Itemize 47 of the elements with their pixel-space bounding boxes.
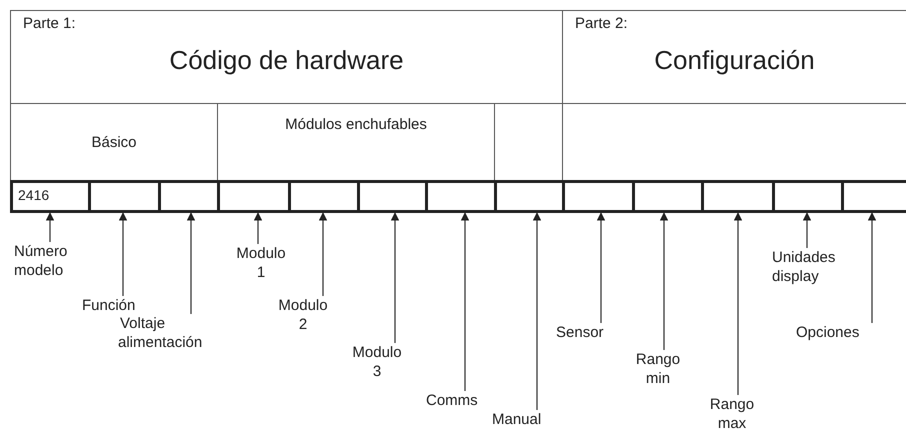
arrow [254, 212, 262, 244]
arrow [532, 212, 542, 410]
arrow [318, 212, 328, 296]
arrow [118, 212, 128, 296]
arrow [596, 212, 606, 323]
code-cell [88, 180, 161, 213]
code-cell [217, 180, 291, 213]
field-label: Modulo 1 [234, 244, 288, 282]
field-label: Voltaje alimentación [118, 314, 236, 352]
part-label: Parte 1: [23, 14, 76, 34]
code-cell [158, 180, 220, 213]
arrow [734, 212, 742, 395]
arrow [660, 212, 668, 350]
code-cell [10, 180, 91, 213]
field-label: Sensor [556, 323, 616, 342]
code-cell [425, 180, 497, 213]
field-label: Opciones [796, 323, 874, 342]
arrow [390, 212, 400, 343]
arrow [868, 212, 876, 323]
arrow [460, 212, 470, 391]
code-cell [632, 180, 704, 213]
field-label: Rango min [632, 350, 684, 388]
arrow [186, 212, 196, 314]
arrow [802, 212, 812, 248]
field-label: Rango max [706, 395, 758, 433]
field-label: Comms [426, 391, 482, 410]
code-cell [494, 180, 565, 213]
part-title: Código de hardware [168, 44, 405, 77]
code-cell [841, 180, 906, 213]
code-value: 2416 [18, 186, 50, 205]
part-title: Configuración [653, 44, 816, 77]
field-label: Unidades display [772, 248, 844, 286]
code-cell [357, 180, 428, 213]
field-label: Función [82, 296, 152, 315]
part-label: Parte 2: [575, 14, 628, 34]
code-cell [772, 180, 844, 213]
code-cell [562, 180, 635, 213]
arrow [46, 212, 54, 242]
field-label: Número modelo [14, 242, 86, 280]
code-cell [288, 180, 360, 213]
code-cell [701, 180, 775, 213]
field-label: Manual [492, 410, 550, 429]
field-label: Modulo 2 [276, 296, 330, 334]
field-label: Modulo 3 [350, 343, 404, 381]
section-box [10, 10, 563, 104]
section-label: Módulos enchufables [284, 115, 428, 135]
section-label: Básico [90, 133, 138, 153]
